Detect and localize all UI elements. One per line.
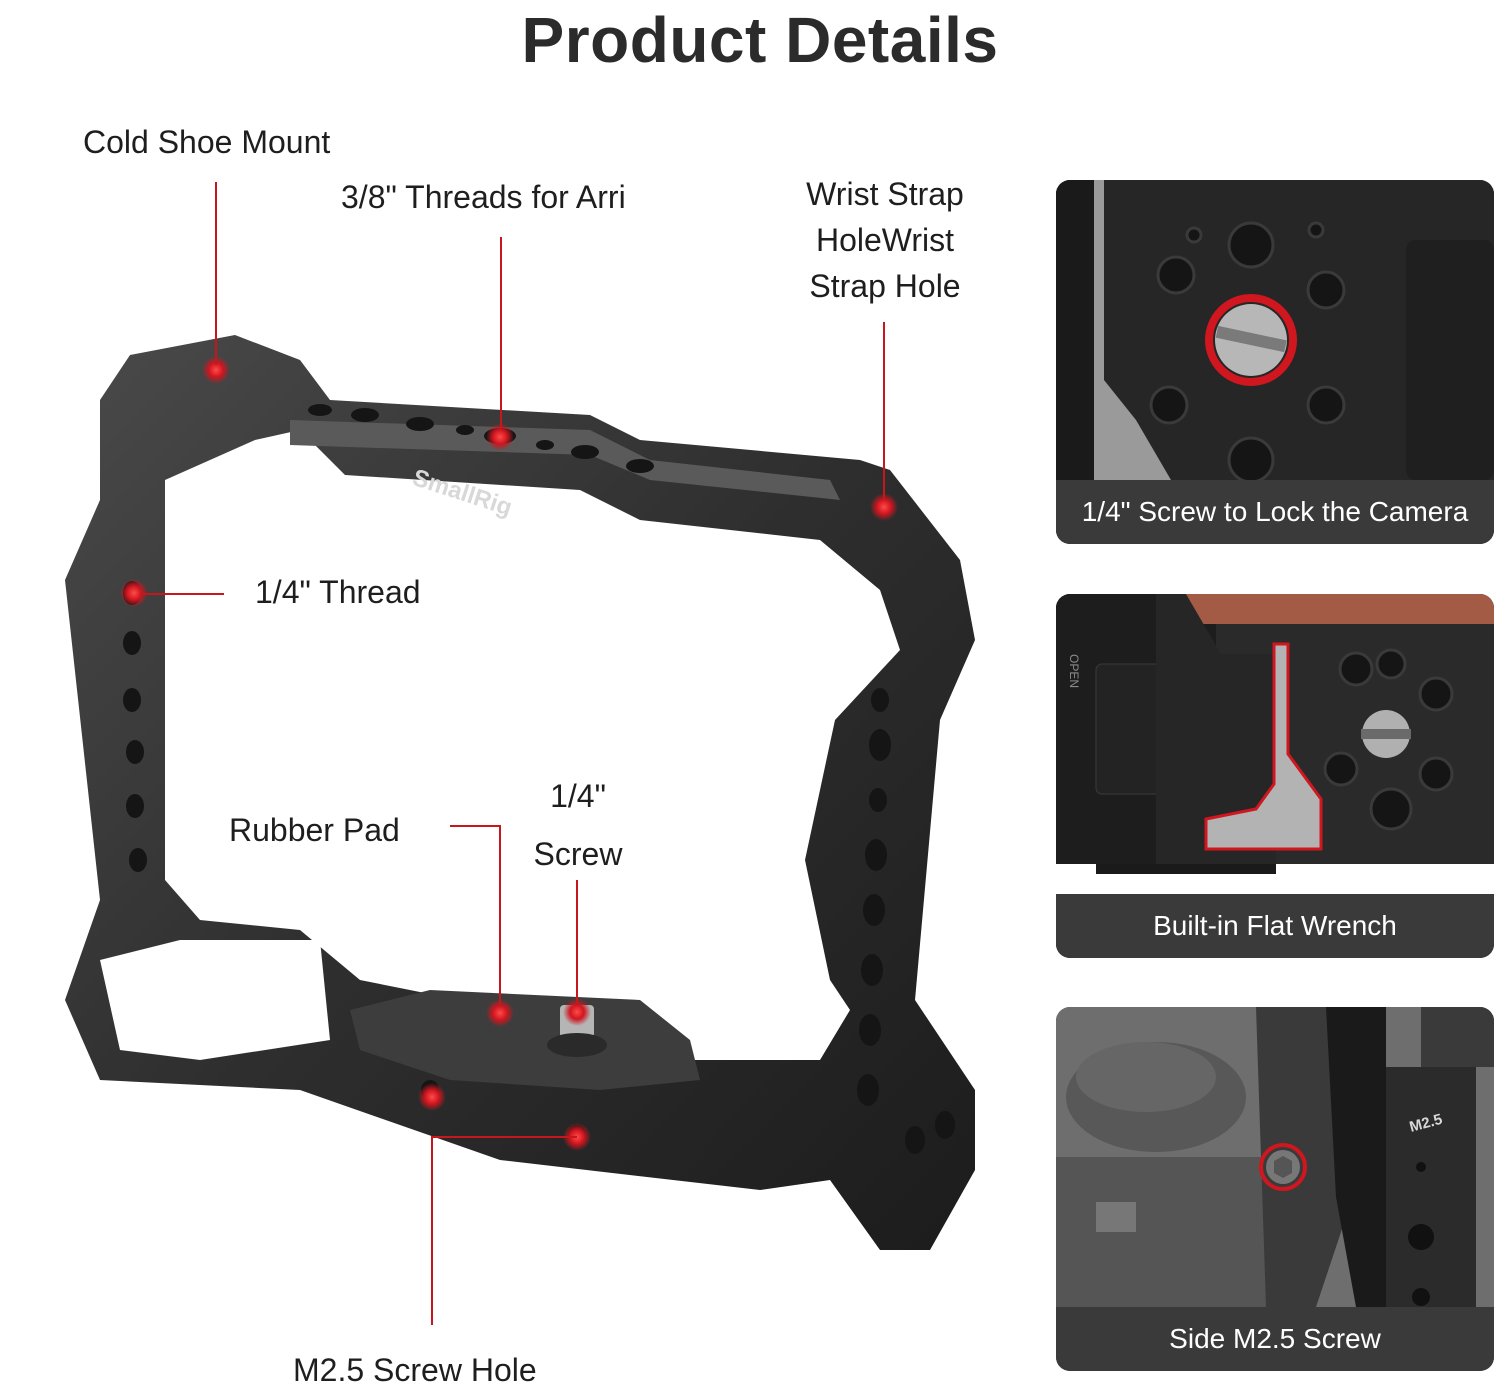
callout-wrist-strap-line3: Strap Hole [809, 268, 961, 304]
marker-quarter-thread [120, 579, 148, 607]
marker-screw [563, 998, 591, 1026]
leader-lines [140, 182, 885, 1325]
marker-arri-threads [486, 423, 514, 451]
page-title: Product Details [521, 4, 999, 76]
panel-caption-lock-screw: 1/4" Screw to Lock the Camera [1056, 480, 1494, 544]
cage-window [165, 430, 900, 1060]
callout-quarter-screw-line1: 1/4" [550, 778, 606, 814]
callout-wrist-strap: Wrist Strap HoleWrist Strap Hole [790, 171, 980, 309]
marker-cold-shoe [202, 356, 230, 384]
panel-caption-side-screw: Side M2.5 Screw [1056, 1307, 1494, 1371]
callout-wrist-strap-line1: Wrist Strap [806, 176, 964, 212]
callout-cold-shoe-mount: Cold Shoe Mount [83, 124, 331, 160]
callout-wrist-strap-line2: HoleWrist [815, 222, 955, 258]
callout-quarter-thread: 1/4" Thread [255, 574, 421, 610]
marker-m25-a [418, 1083, 446, 1111]
marker-wrist-strap [870, 493, 898, 521]
camera-cage-illustration: SmallRig [65, 182, 975, 1325]
callout-quarter-screw: 1/4" Screw [518, 767, 638, 883]
panel-caption-flat-wrench: Built-in Flat Wrench [1056, 894, 1494, 958]
open-engraving: OPEN [1067, 654, 1081, 688]
marker-rubber-pad [486, 999, 514, 1027]
callout-arri-threads: 3/8" Threads for Arri [341, 179, 626, 215]
callout-quarter-screw-line2: Screw [533, 836, 623, 872]
detail-panel-lock-screw: 1/4" Screw to Lock the Camera [1056, 180, 1494, 544]
detail-panel-side-screw: M2.5 Side M2.5 Screw [1056, 1007, 1494, 1371]
callout-rubber-pad: Rubber Pad [229, 812, 400, 848]
callout-markers [120, 356, 898, 1151]
callout-m25-screw-hole: M2.5 Screw Hole [293, 1352, 537, 1388]
detail-panel-flat-wrench: OPEN Built-in Flat Wrench [1056, 594, 1494, 958]
